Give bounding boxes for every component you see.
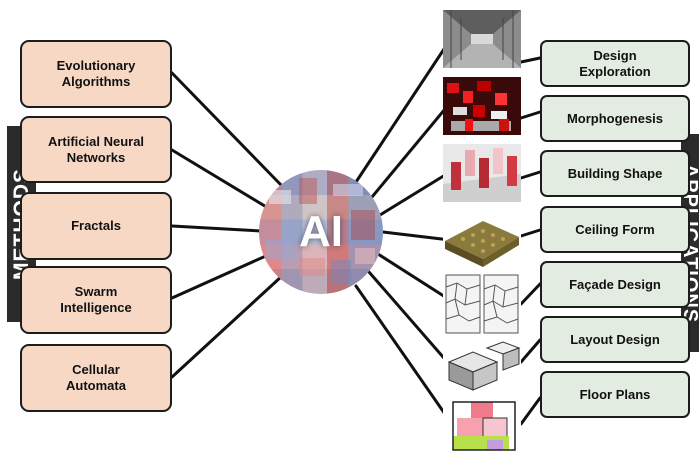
- app-morphogenesis: Morphogenesis: [540, 95, 690, 142]
- ai-label: AI: [299, 207, 343, 256]
- app-layout-design: Layout Design: [540, 316, 690, 363]
- ai-hub-texture: [265, 178, 375, 284]
- thumb-colored-floor-plan: [443, 398, 521, 454]
- method-cellular-automata: Cellular Automata: [20, 344, 172, 412]
- method-fractals: Fractals: [20, 192, 172, 260]
- connector-thumb-5: [376, 252, 452, 302]
- thumb-red-voxel-render: [443, 77, 521, 135]
- connector-method-2: [170, 148, 270, 210]
- connector-thumb-4: [381, 230, 452, 242]
- connector-method-1: [170, 71, 284, 188]
- thumb-ceiling-surface-render: [443, 211, 521, 269]
- connector-thumb-1: [354, 38, 452, 184]
- connector-app-4: [519, 228, 542, 238]
- thumb-facade-voronoi-panels: [443, 273, 521, 335]
- connector-method-4: [170, 253, 270, 300]
- connector-app-6: [519, 338, 542, 364]
- connector-thumb-3: [378, 170, 452, 217]
- ai-hub: AI: [259, 170, 383, 294]
- connector-app-7: [519, 396, 542, 426]
- thumb-corridor-photo: [443, 10, 521, 68]
- method-artificial-neural-networks: Artificial Neural Networks: [20, 116, 172, 183]
- connector-app-3: [519, 170, 542, 180]
- app-building-shape: Building Shape: [540, 150, 690, 197]
- connector-thumb-7: [354, 284, 456, 429]
- thumb-building-massing-render: [443, 144, 521, 202]
- connector-app-2: [519, 110, 542, 120]
- app-design-exploration: Design Exploration: [540, 40, 690, 87]
- method-evolutionary-algorithms: Evolutionary Algorithms: [20, 40, 172, 108]
- app-ceiling-form: Ceiling Form: [540, 206, 690, 253]
- connector-thumb-6: [367, 270, 452, 367]
- connector-method-5: [170, 274, 284, 379]
- connector-thumb-2: [370, 101, 452, 199]
- thumb-layout-3d-blocks: [443, 340, 521, 396]
- connector-app-5: [519, 282, 542, 306]
- connector-method-3: [170, 224, 263, 233]
- app-facade-design: Façade Design: [540, 261, 690, 308]
- app-floor-plans: Floor Plans: [540, 371, 690, 418]
- method-swarm-intelligence: Swarm Intelligence: [20, 266, 172, 334]
- connector-app-1: [519, 56, 542, 64]
